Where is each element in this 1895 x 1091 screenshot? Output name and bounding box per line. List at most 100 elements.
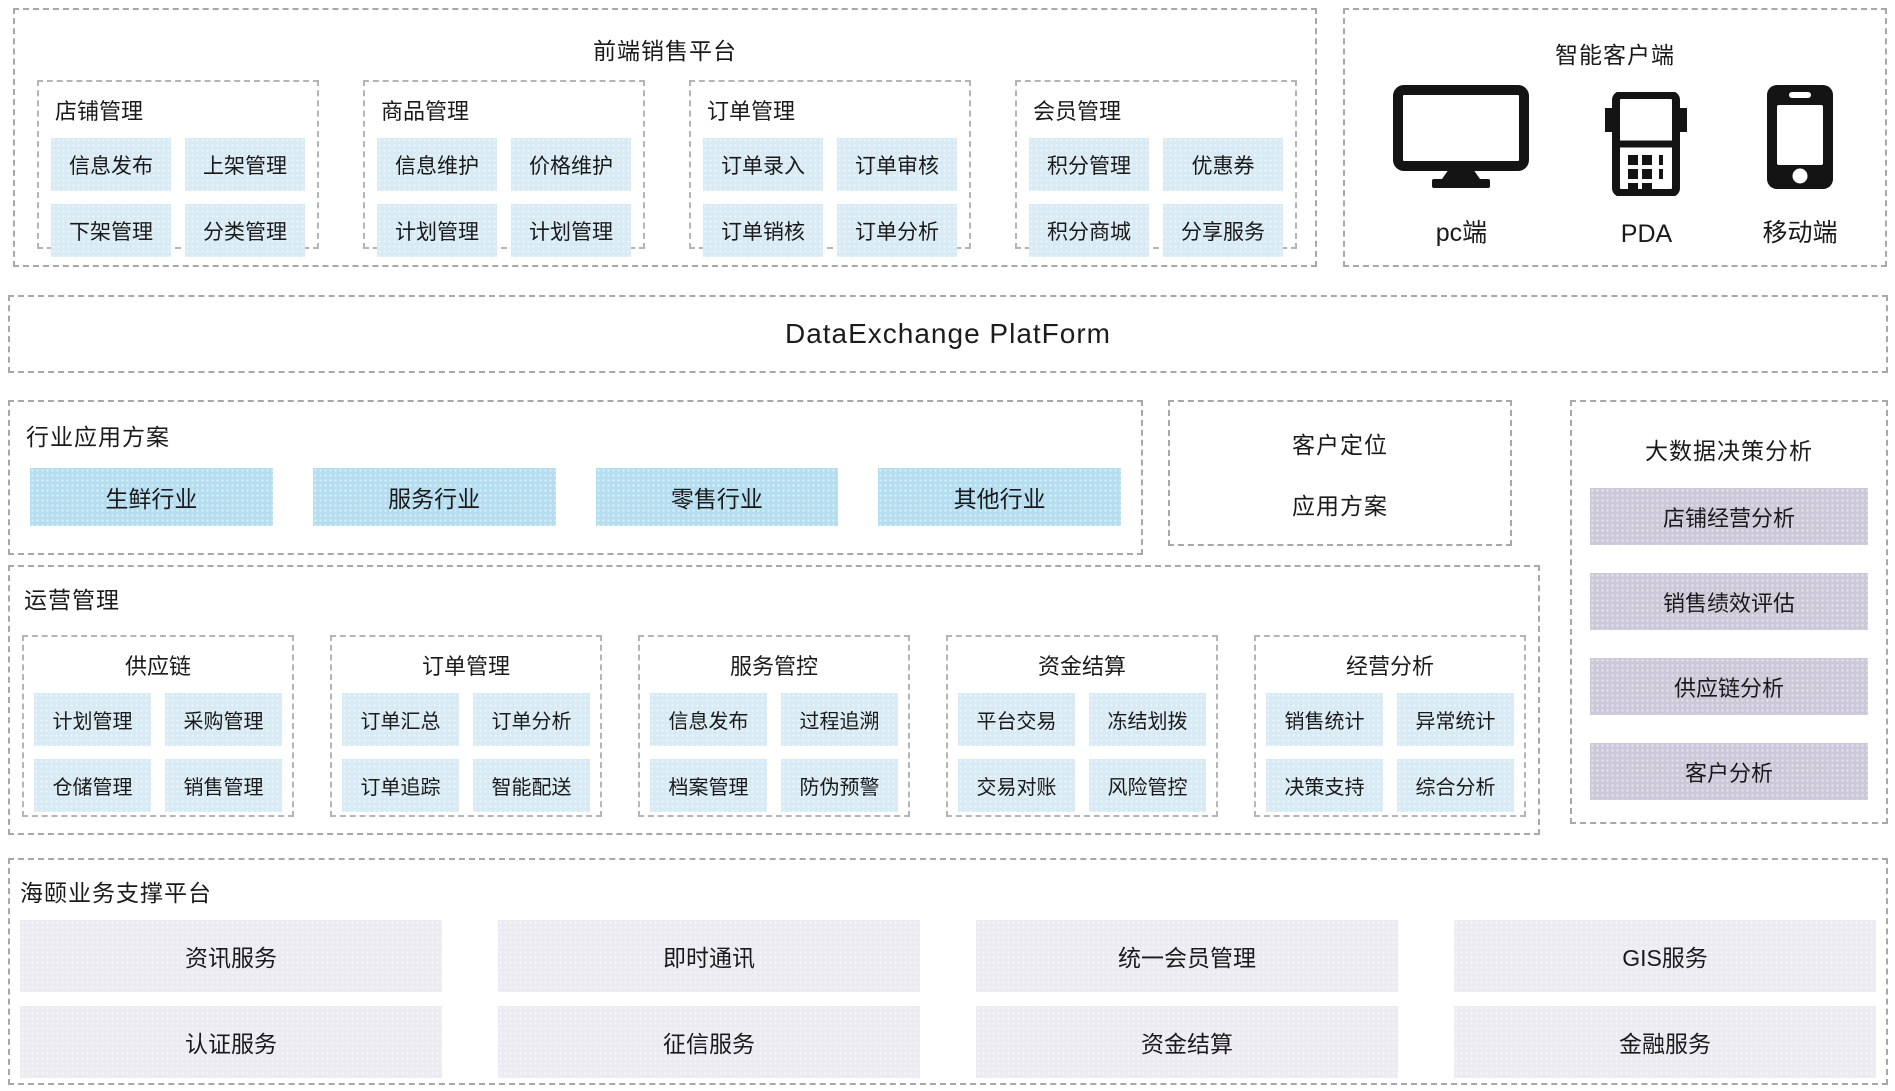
tile: 零售行业 — [595, 468, 839, 526]
group-business-analysis: 经营分析 销售统计 异常统计 决策支持 综合分析 — [1254, 635, 1526, 817]
tile: 综合分析 — [1397, 759, 1514, 812]
tile: 分类管理 — [185, 204, 305, 257]
tile: 计划管理 — [377, 204, 497, 257]
tile: 防伪预警 — [781, 759, 898, 812]
tile: 优惠券 — [1163, 138, 1283, 191]
frontend-sales-platform-box: 前端销售平台 店铺管理 信息发布 上架管理 下架管理 分类管理 商品管理 信息维… — [13, 8, 1317, 267]
tile: 订单追踪 — [342, 759, 459, 812]
device-label: pc端 — [1435, 219, 1488, 247]
tile: 认证服务 — [20, 1006, 442, 1078]
support-platform-title: 海颐业务支撑平台 — [20, 880, 212, 906]
tile: 价格维护 — [511, 138, 631, 191]
tile-grid: 销售统计 异常统计 决策支持 综合分析 — [1266, 693, 1514, 812]
tile-grid: 信息发布 上架管理 下架管理 分类管理 — [51, 138, 305, 257]
devices-row: pc端 — [1355, 82, 1875, 255]
group-title: 资金结算 — [1037, 654, 1126, 679]
tile: 风险管控 — [1089, 759, 1206, 812]
tile: 征信服务 — [498, 1006, 920, 1078]
industry-solutions-box: 行业应用方案 生鲜行业 服务行业 零售行业 其他行业 — [8, 400, 1143, 555]
operations-groups: 供应链 计划管理 采购管理 仓储管理 销售管理 订单管理 订单汇总 订单分析 订… — [22, 635, 1526, 817]
group-service-control: 服务管控 信息发布 过程追溯 档案管理 防伪预警 — [638, 635, 910, 817]
group-order-management-ops: 订单管理 订单汇总 订单分析 订单追踪 智能配送 — [330, 635, 602, 817]
tile: 订单销核 — [703, 204, 823, 257]
tile: 统一会员管理 — [976, 920, 1398, 992]
smart-client-title: 智能客户端 — [1555, 42, 1675, 68]
group-fund-settlement: 资金结算 平台交易 冻结划拨 交易对账 风险管控 — [946, 635, 1218, 817]
tile: 异常统计 — [1397, 693, 1514, 746]
tile: 决策支持 — [1266, 759, 1383, 812]
data-exchange-platform-box: DataExchange PlatForm — [8, 295, 1888, 373]
group-title: 服务管控 — [729, 654, 818, 679]
tile: 订单审核 — [837, 138, 957, 191]
tile-grid: 积分管理 优惠券 积分商城 分享服务 — [1029, 138, 1283, 257]
group-title: 店铺管理 — [55, 99, 144, 124]
tile: 智能配送 — [473, 759, 590, 812]
tile-grid: 平台交易 冻结划拨 交易对账 风险管控 — [958, 693, 1206, 812]
group-member-management: 会员管理 积分管理 优惠券 积分商城 分享服务 — [1015, 80, 1297, 257]
tile: 金融服务 — [1454, 1006, 1876, 1078]
device-mobile: 移动端 — [1762, 85, 1837, 255]
group-order-management: 订单管理 订单录入 订单审核 订单销核 订单分析 — [689, 80, 971, 257]
tile-grid: 订单汇总 订单分析 订单追踪 智能配送 — [342, 693, 590, 812]
customer-positioning-line2: 应用方案 — [1292, 492, 1388, 519]
tile: 销售统计 — [1266, 693, 1383, 746]
group-title: 订单管理 — [707, 99, 796, 124]
tile: 计划管理 — [34, 693, 151, 746]
frontend-platform-title: 前端销售平台 — [593, 38, 737, 64]
tile: 上架管理 — [185, 138, 305, 191]
industry-title: 行业应用方案 — [26, 424, 170, 450]
tile: 客户分析 — [1590, 743, 1868, 800]
frontend-groups: 店铺管理 信息发布 上架管理 下架管理 分类管理 商品管理 信息维护 价格维护 … — [37, 80, 1297, 257]
tile: 档案管理 — [650, 759, 767, 812]
tile: 订单汇总 — [342, 693, 459, 746]
device-pc: pc端 — [1392, 85, 1530, 255]
industry-tiles-row: 生鲜行业 服务行业 零售行业 其他行业 — [30, 468, 1121, 526]
customer-positioning-line1: 客户定位 — [1292, 431, 1388, 458]
tile: 冻结划拨 — [1089, 693, 1206, 746]
group-title: 订单管理 — [421, 654, 510, 679]
tile: 积分商城 — [1029, 204, 1149, 257]
tile: 计划管理 — [511, 204, 631, 257]
tile: 其他行业 — [878, 468, 1121, 526]
tile: 分享服务 — [1163, 204, 1283, 257]
tile: 订单录入 — [703, 138, 823, 191]
tile: 采购管理 — [165, 693, 282, 746]
customer-positioning-box: 客户定位 应用方案 — [1168, 400, 1512, 546]
group-title: 供应链 — [124, 654, 191, 679]
big-data-tiles: 店铺经营分析 销售绩效评估 供应链分析 客户分析 — [1590, 488, 1868, 800]
group-title: 商品管理 — [381, 99, 470, 124]
tile-grid: 计划管理 采购管理 仓储管理 销售管理 — [34, 693, 282, 812]
big-data-title: 大数据决策分析 — [1645, 438, 1813, 464]
device-label: PDA — [1620, 220, 1673, 248]
smartphone-icon — [1765, 85, 1835, 189]
group-supply-chain: 供应链 计划管理 采购管理 仓储管理 销售管理 — [22, 635, 294, 817]
group-title: 经营分析 — [1345, 654, 1434, 679]
tile: 店铺经营分析 — [1590, 488, 1868, 545]
operations-management-box: 运营管理 供应链 计划管理 采购管理 仓储管理 销售管理 订单管理 订单汇总 订… — [8, 565, 1540, 835]
tile-grid: 信息维护 价格维护 计划管理 计划管理 — [377, 138, 631, 257]
group-title: 会员管理 — [1033, 99, 1122, 124]
tile: 信息发布 — [51, 138, 171, 191]
tile: 服务行业 — [312, 468, 556, 526]
device-pda: PDA — [1605, 92, 1688, 255]
tile: GIS服务 — [1454, 920, 1876, 992]
tile-grid: 订单录入 订单审核 订单销核 订单分析 — [703, 138, 957, 257]
tile: 生鲜行业 — [30, 468, 273, 526]
tile: 积分管理 — [1029, 138, 1149, 191]
tile: 订单分析 — [473, 693, 590, 746]
tile: 资金结算 — [976, 1006, 1398, 1078]
data-exchange-title: DataExchange PlatForm — [784, 318, 1112, 349]
tile: 过程追溯 — [781, 693, 898, 746]
group-store-management: 店铺管理 信息发布 上架管理 下架管理 分类管理 — [37, 80, 319, 257]
tile: 交易对账 — [958, 759, 1075, 812]
tile: 下架管理 — [51, 204, 171, 257]
operations-title: 运营管理 — [24, 587, 120, 613]
tile: 信息发布 — [650, 693, 767, 746]
group-product-management: 商品管理 信息维护 价格维护 计划管理 计划管理 — [363, 80, 645, 257]
smart-client-box: 智能客户端 pc端 — [1343, 8, 1887, 267]
support-platform-box: 海颐业务支撑平台 资讯服务 即时通讯 统一会员管理 GIS服务 认证服务 征信服… — [8, 858, 1888, 1085]
device-label: 移动端 — [1762, 219, 1838, 247]
tile: 资讯服务 — [20, 920, 442, 992]
tile: 仓储管理 — [34, 759, 151, 812]
